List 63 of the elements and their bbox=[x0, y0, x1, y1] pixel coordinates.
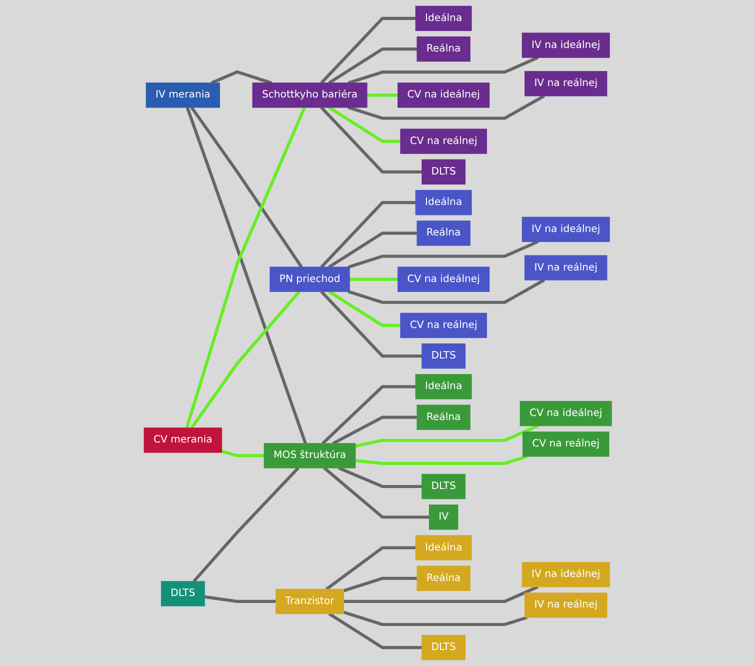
connector bbox=[343, 585, 538, 603]
connector bbox=[349, 278, 398, 281]
connector bbox=[328, 612, 422, 650]
connector bbox=[320, 16, 416, 84]
connector bbox=[320, 290, 422, 358]
connector bbox=[322, 466, 429, 519]
connector bbox=[347, 240, 538, 269]
node-box bbox=[414, 6, 472, 32]
node-box bbox=[522, 216, 610, 242]
node-box bbox=[522, 432, 609, 457]
node-box bbox=[524, 592, 607, 618]
connector bbox=[342, 576, 417, 592]
connector bbox=[328, 106, 400, 143]
node-box bbox=[414, 190, 472, 216]
node-box bbox=[143, 428, 222, 453]
connector bbox=[325, 546, 416, 590]
connector bbox=[347, 94, 545, 120]
node-box bbox=[252, 82, 367, 108]
node-box bbox=[416, 566, 470, 591]
connector bbox=[204, 595, 276, 603]
connector bbox=[220, 450, 264, 458]
node-box bbox=[524, 71, 607, 96]
node-box bbox=[400, 312, 487, 338]
node-box bbox=[428, 504, 458, 530]
connector bbox=[210, 70, 272, 84]
connector bbox=[354, 454, 528, 465]
node-box bbox=[522, 562, 610, 588]
connector bbox=[328, 290, 400, 327]
connector bbox=[192, 466, 299, 582]
node-box bbox=[275, 588, 344, 614]
node-box bbox=[160, 581, 205, 606]
node-box bbox=[421, 159, 466, 185]
node-box bbox=[421, 634, 466, 660]
node-box bbox=[397, 82, 490, 108]
connector bbox=[190, 290, 300, 429]
connector bbox=[328, 232, 417, 268]
connector bbox=[320, 106, 422, 174]
connector bbox=[347, 56, 538, 84]
node-box bbox=[524, 255, 607, 280]
connector bbox=[328, 48, 417, 84]
connector bbox=[366, 94, 398, 97]
node-box bbox=[416, 404, 470, 430]
node-box bbox=[522, 32, 610, 58]
node-box bbox=[414, 374, 472, 400]
connector bbox=[338, 466, 422, 488]
connector bbox=[342, 610, 528, 626]
node-box bbox=[416, 220, 470, 246]
node-box bbox=[421, 343, 466, 369]
node-box bbox=[400, 128, 487, 154]
connector bbox=[347, 278, 545, 304]
node-box bbox=[264, 443, 356, 468]
connector bbox=[321, 385, 416, 445]
node-box bbox=[414, 535, 472, 560]
node-box bbox=[269, 266, 350, 292]
node-box bbox=[519, 400, 612, 426]
node-box bbox=[421, 474, 466, 500]
connector bbox=[190, 106, 302, 268]
node-box bbox=[146, 82, 220, 108]
connector bbox=[320, 201, 416, 268]
connector bbox=[354, 424, 538, 448]
node-box bbox=[397, 266, 490, 292]
connector bbox=[332, 416, 417, 445]
node-box bbox=[416, 36, 470, 62]
